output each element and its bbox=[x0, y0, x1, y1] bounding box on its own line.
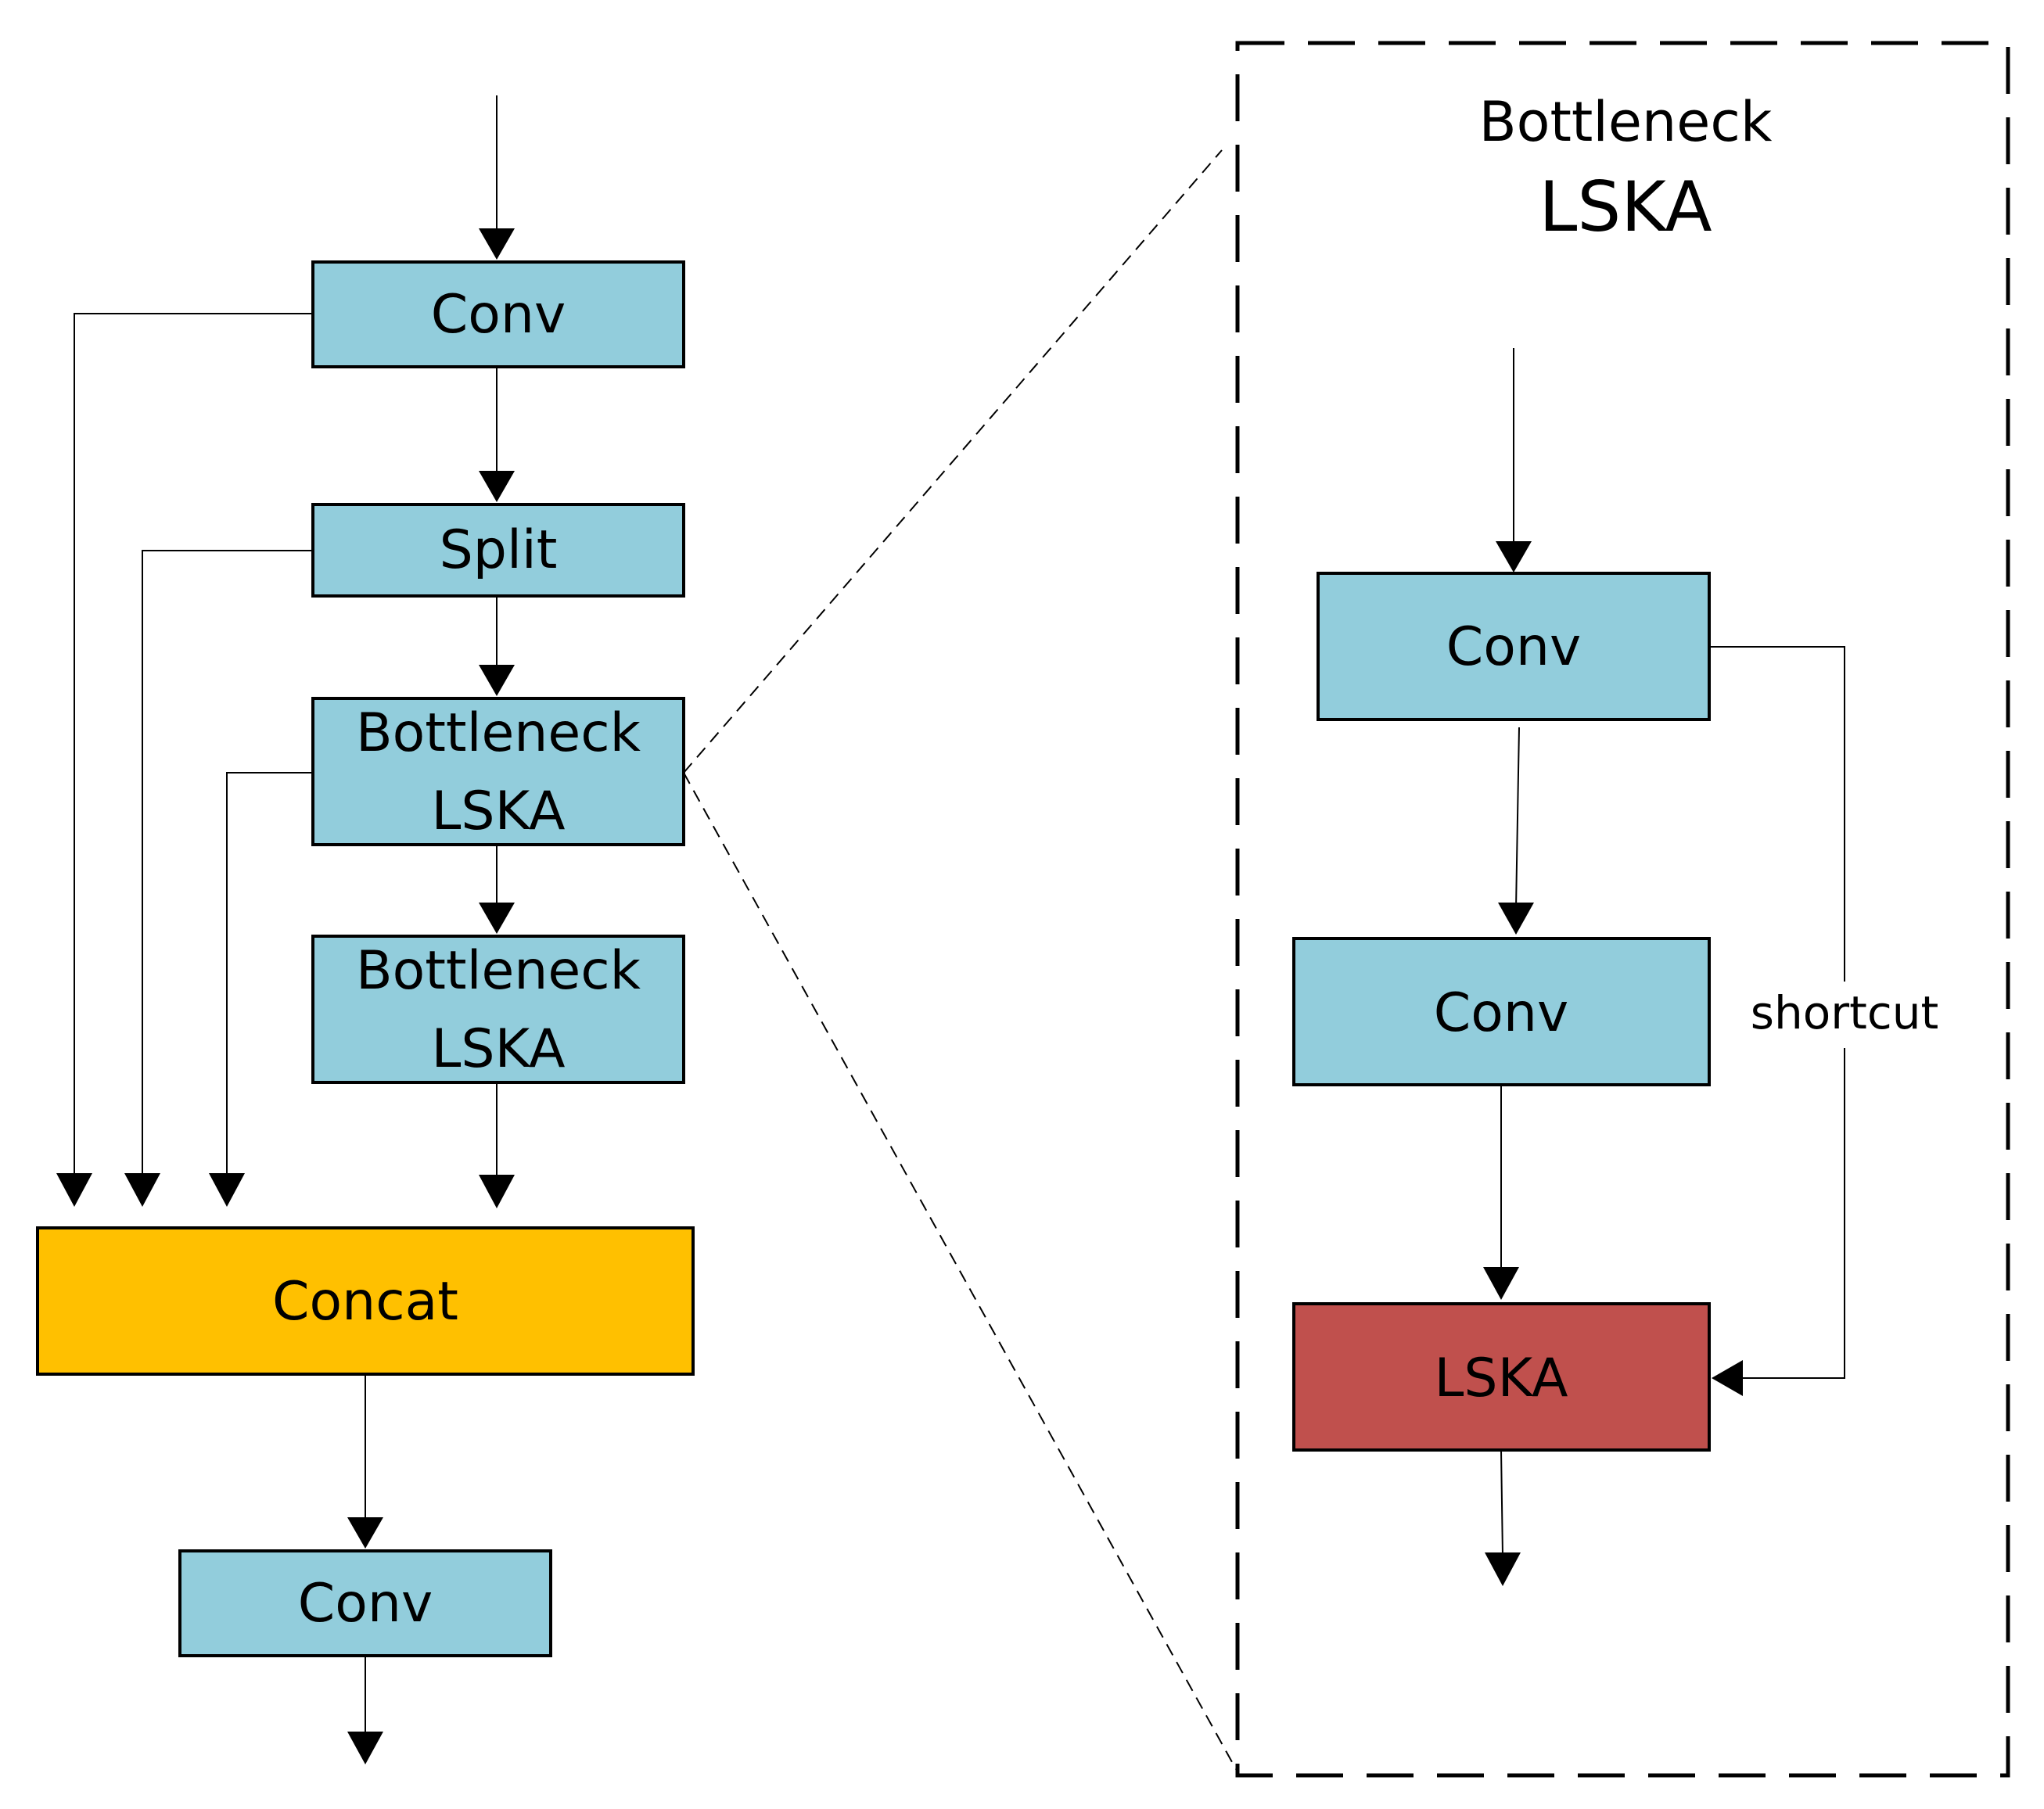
detail-lska-block bbox=[1292, 1302, 1711, 1452]
arrowhead bbox=[1483, 1267, 1519, 1300]
arrowhead bbox=[347, 1517, 383, 1549]
detail-title-line2: LSKA bbox=[1539, 167, 1712, 247]
arrowhead bbox=[479, 903, 515, 934]
bottleneck-lska-1-line1: Bottleneck bbox=[356, 702, 641, 764]
bottleneck-lska-block-1 bbox=[311, 697, 685, 846]
bottleneck-lska-2-line1: Bottleneck bbox=[356, 940, 641, 1002]
arrowhead bbox=[56, 1173, 92, 1207]
detail-conv-2-label: Conv bbox=[1434, 982, 1568, 1044]
bottleneck-lska-2-line2: LSKA bbox=[432, 1018, 566, 1080]
zoom-connector-upper bbox=[683, 149, 1223, 773]
detail-title-line1: Bottleneck bbox=[1479, 90, 1773, 154]
zoom-connector-lower bbox=[683, 772, 1237, 1770]
branch-line-conv bbox=[74, 313, 313, 1177]
arrowhead bbox=[347, 1732, 383, 1764]
bottleneck-lska-1-line2: LSKA bbox=[432, 781, 566, 842]
arrowhead bbox=[209, 1173, 245, 1207]
arrowhead bbox=[1485, 1552, 1521, 1586]
branch-line-bottleneck bbox=[226, 772, 313, 1177]
split-label: Split bbox=[440, 519, 558, 581]
detail-lska-label: LSKA bbox=[1435, 1348, 1568, 1409]
arrow-line bbox=[1515, 727, 1520, 910]
shortcut-line-upper bbox=[1709, 646, 1845, 982]
conv-bottom-block bbox=[178, 1549, 552, 1657]
bottleneck-lska-block-2 bbox=[311, 935, 685, 1084]
conv-top-block bbox=[311, 260, 685, 368]
detail-output-arrow-line bbox=[1500, 1449, 1503, 1557]
shortcut-line-lower bbox=[1740, 1048, 1845, 1379]
split-block bbox=[311, 503, 685, 598]
concat-block bbox=[36, 1226, 695, 1376]
arrowhead bbox=[1498, 903, 1534, 935]
arrowhead bbox=[479, 471, 515, 502]
detail-frame bbox=[1235, 41, 2010, 1778]
detail-conv-block-1 bbox=[1317, 572, 1711, 721]
detail-conv-1-label: Conv bbox=[1446, 616, 1581, 678]
branch-line-split bbox=[142, 550, 313, 1177]
arrowhead bbox=[479, 665, 515, 696]
arrowhead bbox=[479, 1175, 515, 1208]
conv-bottom-label: Conv bbox=[298, 1573, 433, 1635]
arrowhead bbox=[1712, 1360, 1743, 1396]
conv-top-label: Conv bbox=[431, 284, 566, 346]
arrowhead bbox=[1496, 541, 1532, 572]
detail-conv-block-2 bbox=[1292, 937, 1711, 1086]
shortcut-label: shortcut bbox=[1751, 986, 1938, 1039]
arrowhead bbox=[479, 228, 515, 260]
arrowhead bbox=[124, 1173, 160, 1207]
concat-label: Concat bbox=[272, 1271, 458, 1333]
